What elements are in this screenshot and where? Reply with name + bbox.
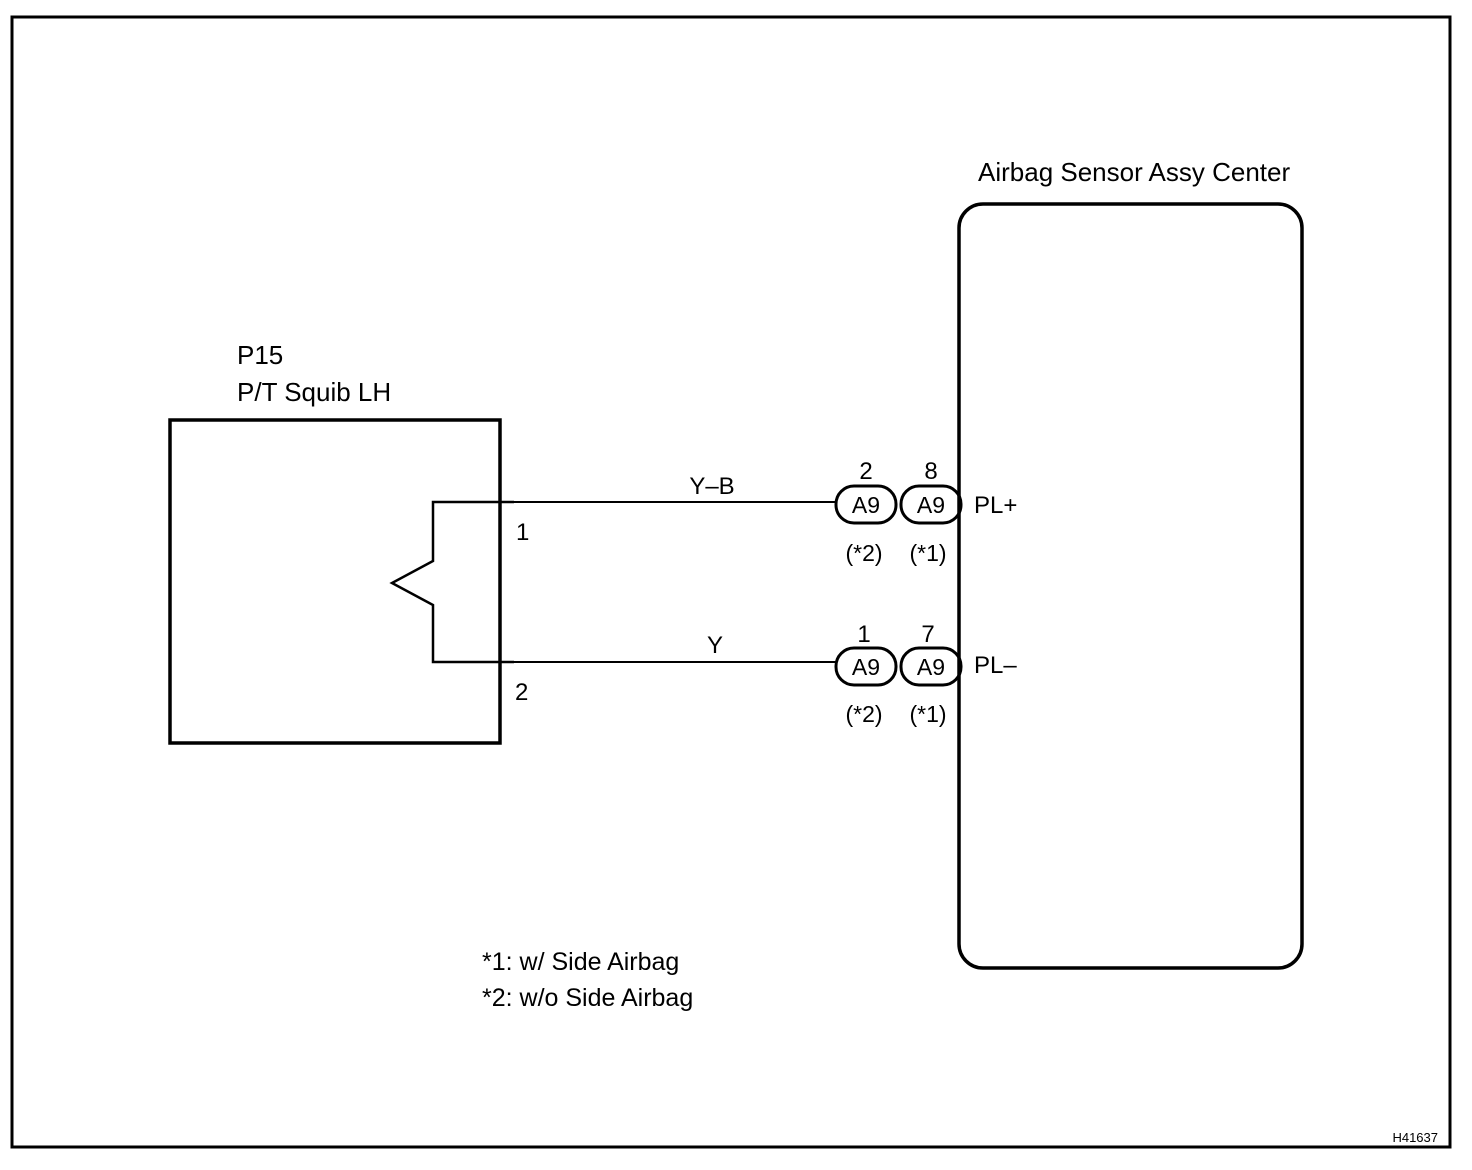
- airbag-sensor-box: [957, 202, 1304, 970]
- airbag-sensor-label: Airbag Sensor Assy Center: [978, 157, 1290, 187]
- connector-top-right-note: (*1): [909, 540, 946, 566]
- connector-bottom-right-pin: 7: [921, 621, 934, 648]
- connector-top-right: [899, 484, 963, 525]
- connector-top-left: [834, 484, 898, 525]
- figure-id: H41637: [1392, 1130, 1438, 1145]
- squib-pin-1: 1: [516, 519, 529, 546]
- squib-element: [389, 500, 514, 664]
- connector-bottom-left: [834, 646, 898, 687]
- connector-top-left-note: (*2): [845, 540, 882, 566]
- connector-bottom-right: [899, 646, 963, 687]
- diagram-frame: [10, 15, 1452, 1149]
- terminal-pl-minus: PL–: [974, 652, 1017, 679]
- connector-bottom-right-note: (*1): [909, 701, 946, 727]
- squib-name-label: P/T Squib LH: [237, 377, 391, 407]
- connector-top-right-code: A9: [917, 492, 945, 518]
- squib-pin-2: 2: [515, 679, 528, 706]
- connector-top-left-pin: 2: [859, 458, 872, 485]
- connector-top-left-code: A9: [852, 492, 880, 518]
- wire-bottom-color-label: Y: [707, 632, 723, 659]
- wire-top-color-label: Y–B: [689, 473, 734, 500]
- connector-top-right-pin: 8: [924, 458, 937, 485]
- connector-bottom-right-code: A9: [917, 654, 945, 680]
- connector-bottom-left-pin: 1: [857, 621, 870, 648]
- note-no-side-airbag: *2: w/o Side Airbag: [482, 984, 693, 1012]
- terminal-pl-plus: PL+: [974, 492, 1017, 519]
- connector-bottom-left-code: A9: [852, 654, 880, 680]
- note-side-airbag: *1: w/ Side Airbag: [482, 948, 679, 976]
- squib-code-label: P15: [237, 340, 283, 370]
- connector-bottom-left-note: (*2): [845, 701, 882, 727]
- squib-component-box: [168, 418, 502, 745]
